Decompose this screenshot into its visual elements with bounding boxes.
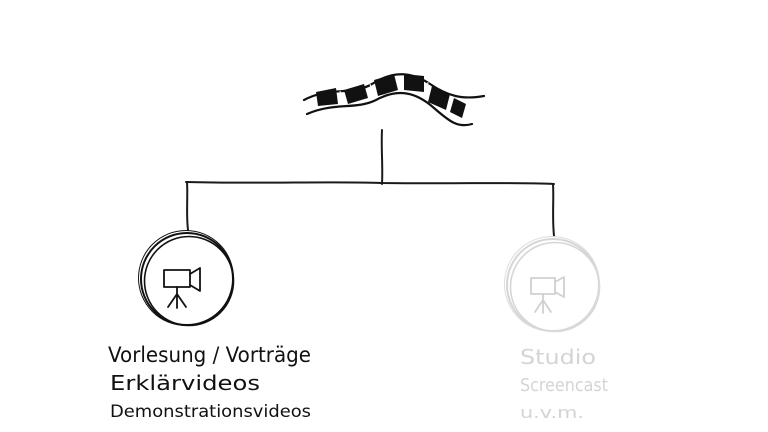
studio-label-line-2: Screencast [520, 375, 608, 396]
studio-label-line-3: u.v.m. [520, 403, 584, 422]
lecture-label-line-1: Vorlesung / Vorträge [108, 343, 311, 367]
video-camera-tripod-icon [163, 267, 201, 309]
studio-label-line-1: Studio [520, 345, 596, 369]
branch-line [185, 181, 555, 185]
node-lecture-circle [138, 230, 235, 327]
video-camera-tripod-icon [530, 276, 565, 314]
studio-label-group: Studio Screencast u.v.m. [520, 345, 608, 422]
lecture-label-line-3: Demonstrationsvideos [110, 402, 311, 422]
lecture-label-line-2: Erklärvideos [110, 371, 260, 395]
left-drop-line [186, 181, 189, 231]
node-studio-circle [504, 236, 601, 333]
lecture-label-group: Vorlesung / Vorträge Erklärvideos Demons… [108, 343, 311, 422]
trunk-line [380, 129, 384, 185]
right-drop-line [552, 183, 555, 237]
